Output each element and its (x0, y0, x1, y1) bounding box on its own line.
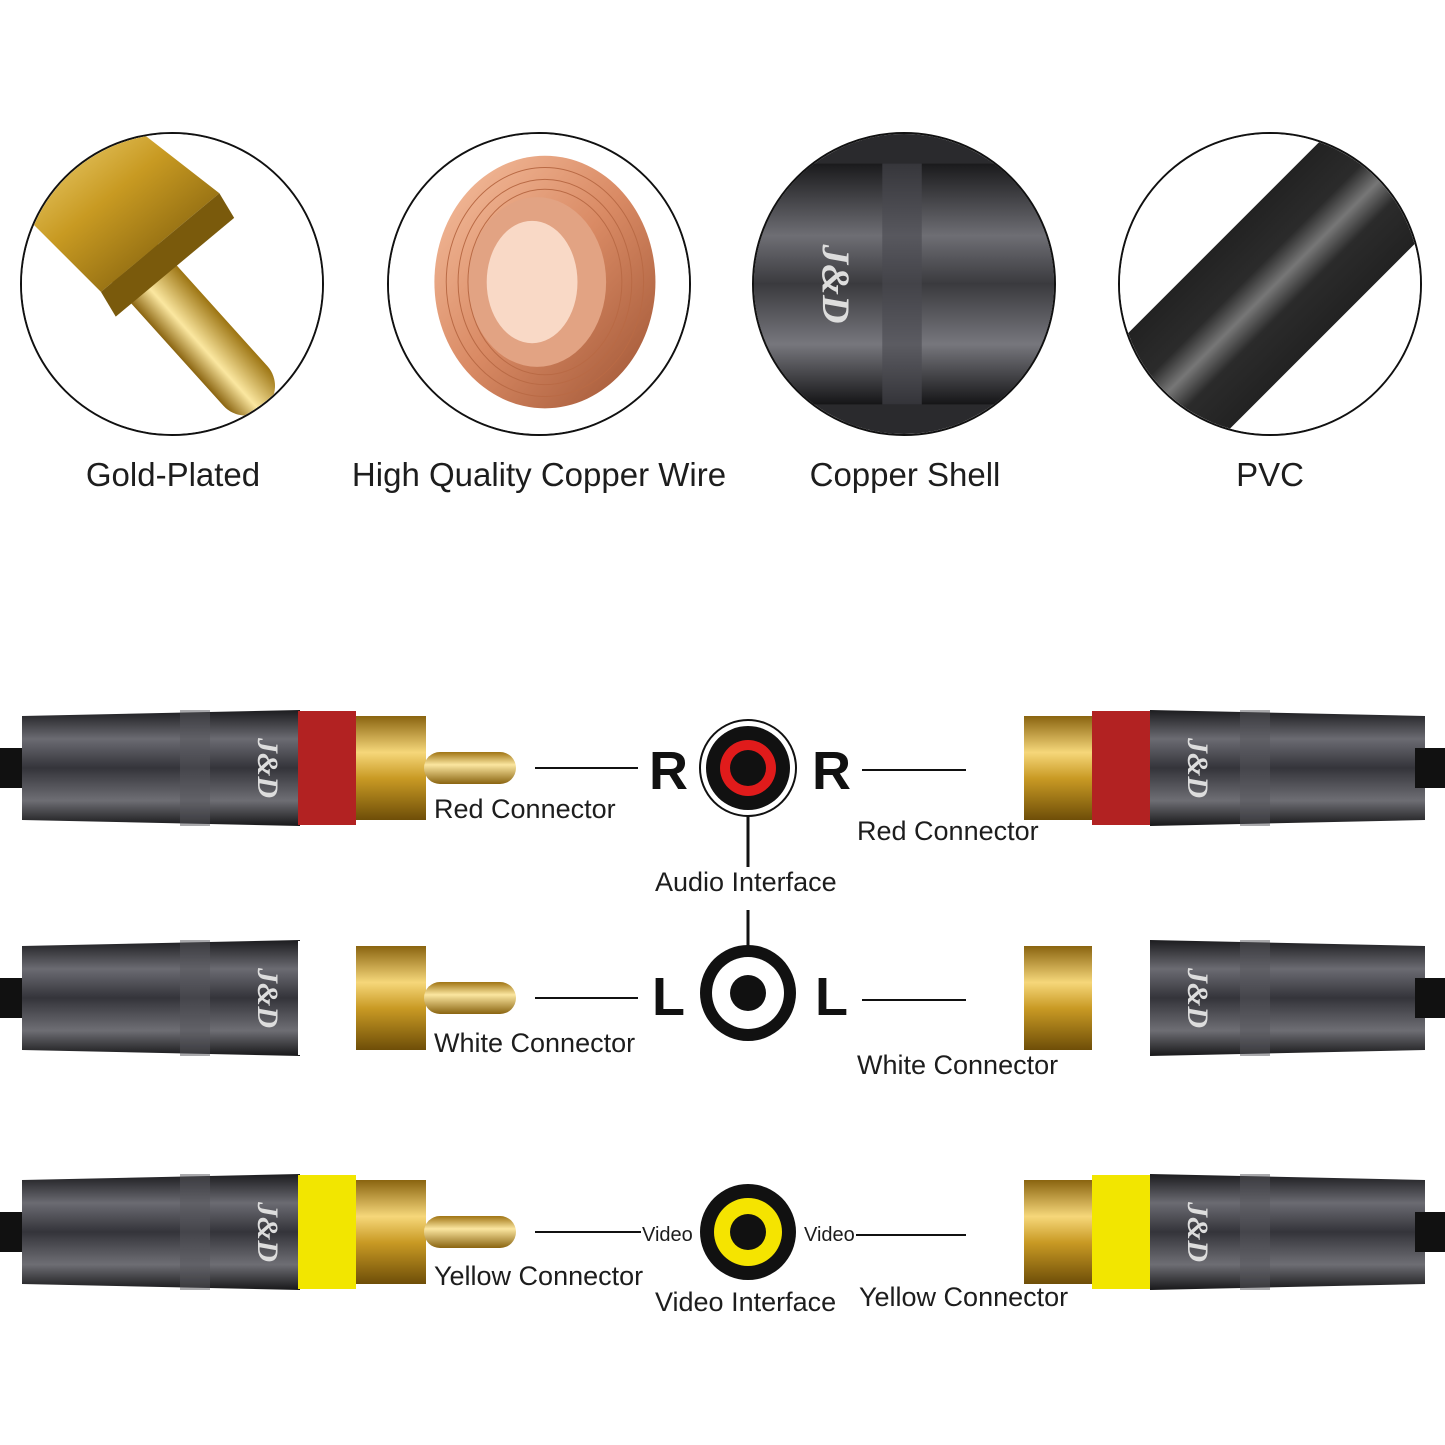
video-interface-label: Video Interface (655, 1287, 837, 1318)
row-red: J&D J&D (0, 710, 1445, 876)
brand-mark: J&D (1181, 967, 1214, 1028)
white-connector-left-label: White Connector (434, 1028, 636, 1058)
video-tag-left: Video (641, 1224, 694, 1247)
brand-mark: J&D (251, 1201, 284, 1262)
brand-mark: J&D (814, 244, 858, 324)
red-connector-right-label: Red Connector (857, 816, 1039, 846)
feature-label-copper-shell: Copper Shell (809, 456, 1001, 493)
feature-label-gold: Gold-Plated (85, 456, 261, 493)
row-white: J&D J&D (0, 910, 1445, 1056)
collar-red-left (298, 711, 356, 825)
white-connector-right-label: White Connector (857, 1050, 1059, 1080)
channel-letter-r-right: R (812, 741, 851, 801)
audio-interface-label: Audio Interface (655, 867, 837, 898)
copper-coil-icon (387, 132, 691, 436)
brand-mark: J&D (1181, 1201, 1214, 1262)
gold-pin-icon (20, 132, 324, 436)
channel-letter-r-left: R (649, 741, 688, 801)
video-tag-right: Video (803, 1224, 856, 1247)
collar-white-left (298, 941, 356, 1055)
yellow-connector-left-label: Yellow Connector (434, 1261, 644, 1291)
channel-letter-l-left: L (652, 967, 685, 1027)
channel-letter-l-right: L (815, 967, 848, 1027)
brand-mark: J&D (251, 967, 284, 1028)
metal-shell-icon: J&D (752, 132, 1056, 436)
collar-yellow-left (298, 1175, 356, 1289)
yellow-connector-right-label: Yellow Connector (859, 1282, 1069, 1312)
feature-label-pvc: PVC (1236, 456, 1304, 493)
feature-label-copper-wire: High Quality Copper Wire (351, 456, 727, 493)
collar-white-right (1092, 941, 1150, 1055)
red-connector-left-label: Red Connector (434, 794, 616, 824)
pvc-cable-icon (1118, 132, 1422, 436)
brand-mark: J&D (251, 737, 284, 798)
collar-red-right (1092, 711, 1150, 825)
brand-mark: J&D (1181, 737, 1214, 798)
row-yellow: J&D J&D (0, 1174, 1445, 1290)
collar-yellow-right (1092, 1175, 1150, 1289)
